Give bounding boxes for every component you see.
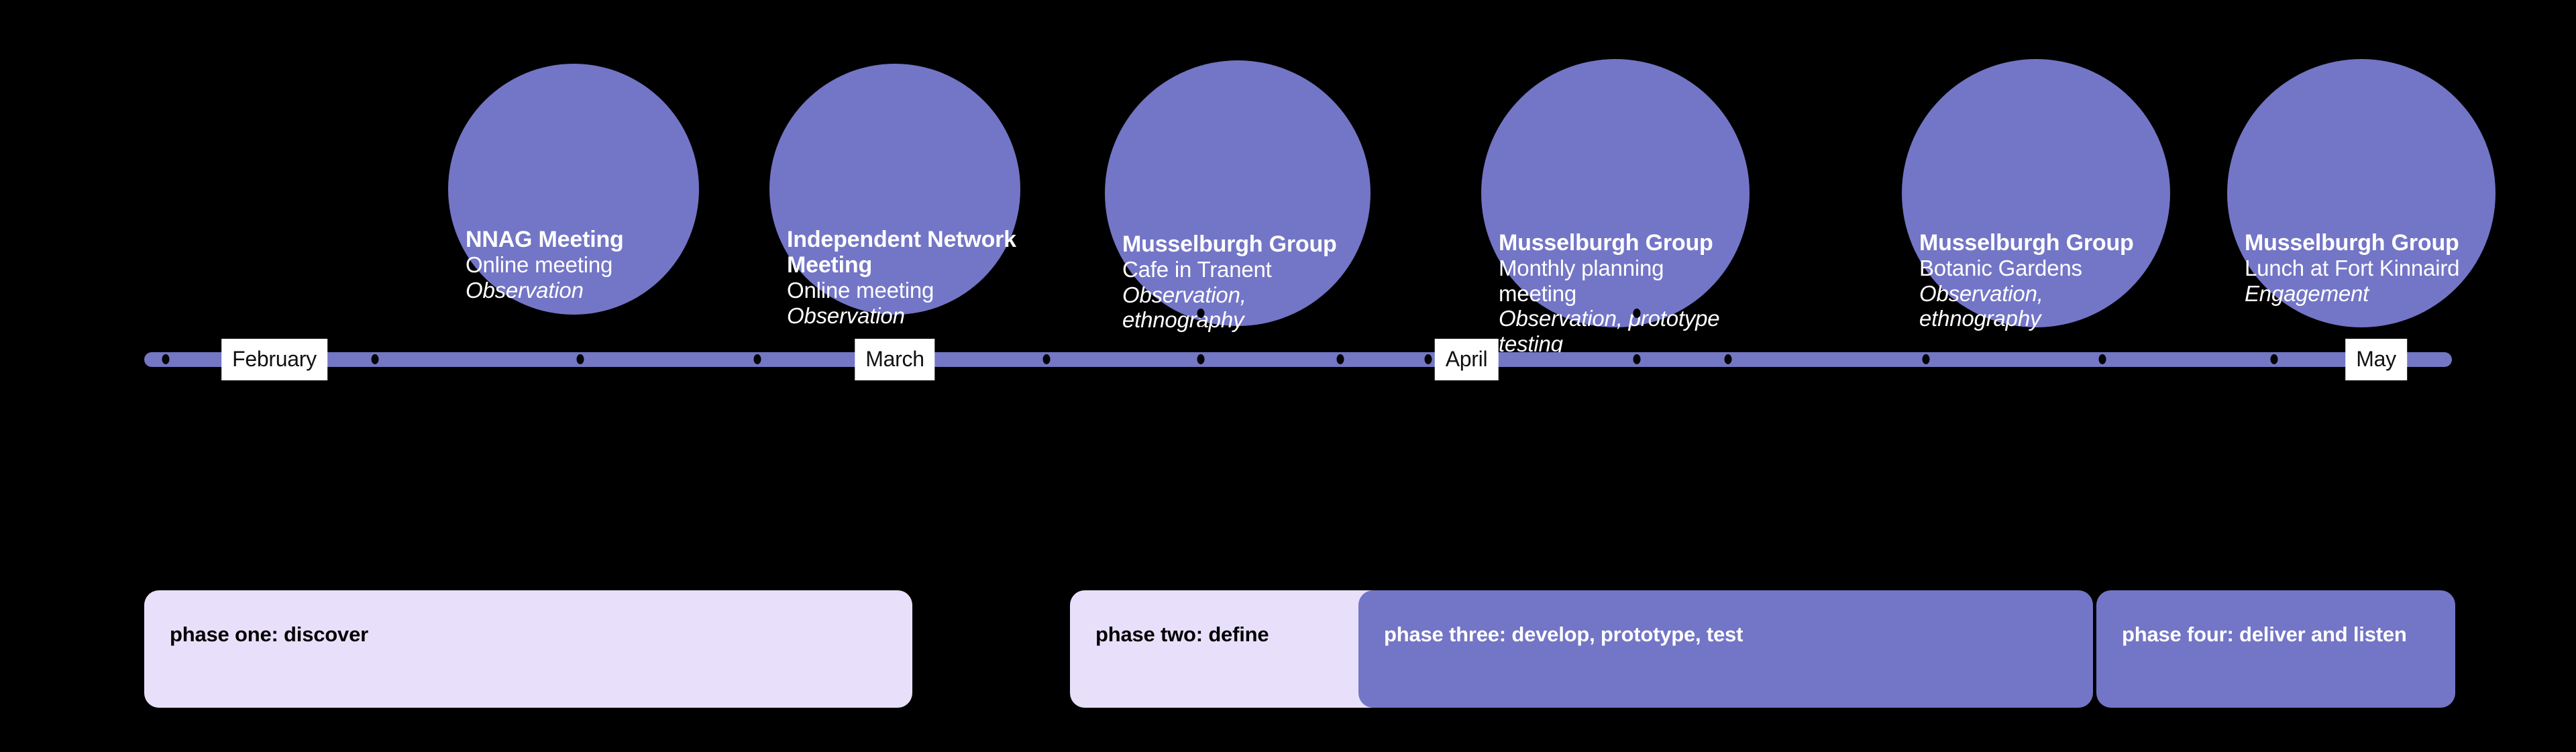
timeline-tick: [1336, 354, 1344, 364]
timeline-tick: [162, 354, 170, 364]
event-title: Musselburgh Group: [1499, 230, 1713, 256]
event-method: Observation, prototype testing: [1499, 306, 1720, 356]
phase-bar[interactable]: phase one: discover: [144, 590, 912, 708]
timeline-tick: [1042, 354, 1051, 364]
phase-label: phase four: deliver and listen: [2122, 623, 2407, 646]
connector-dot: [1197, 309, 1205, 318]
connector-dot: [1633, 327, 1641, 336]
event-method: Engagement: [2245, 280, 2369, 306]
bubble-axis-connector: [1197, 309, 1205, 354]
event-method: Observation, ethnography: [1122, 282, 1246, 333]
event-title: Musselburgh Group: [2245, 230, 2459, 256]
timeline-tick: [753, 354, 761, 364]
timeline-tick: [1633, 354, 1641, 364]
month-label-march[interactable]: March: [855, 339, 935, 380]
event-location: Botanic Gardens: [1919, 256, 2082, 281]
timeline-tick: [1724, 354, 1732, 364]
event-location: Online meeting: [466, 252, 613, 278]
timeline-tick: [1922, 354, 1930, 364]
phase-bar[interactable]: phase three: develop, prototype, test: [1358, 590, 2093, 708]
phase-bar[interactable]: phase two: define: [1070, 590, 1405, 708]
event-method: Observation: [787, 303, 905, 328]
timeline-tick: [2270, 354, 2278, 364]
month-label-february[interactable]: February: [221, 339, 327, 380]
phase-bar[interactable]: phase four: deliver and listen: [2096, 590, 2455, 708]
event-title: NNAG Meeting: [466, 227, 624, 252]
timeline-tick: [1197, 354, 1205, 364]
timeline-tick: [1424, 354, 1432, 364]
event-title: Musselburgh Group: [1919, 230, 2134, 256]
timeline-axis-bar: [144, 352, 2452, 367]
connector-dot: [1633, 309, 1641, 318]
event-method: Observation, ethnography: [1919, 280, 2043, 331]
timeline-tick: [576, 354, 584, 364]
connector-dot: [1197, 327, 1205, 336]
event-location: Cafe in Tranent: [1122, 257, 1272, 282]
event-title: Independent Network Meeting: [787, 227, 1016, 278]
event-location: Monthly planning meeting: [1499, 256, 1664, 306]
event-method: Observation: [466, 277, 584, 303]
phase-label: phase two: define: [1095, 623, 1269, 646]
bubble-axis-connector: [1633, 309, 1641, 354]
event-location: Online meeting: [787, 278, 934, 303]
timeline-tick: [2098, 354, 2106, 364]
month-label-may[interactable]: May: [2345, 339, 2407, 380]
timeline-tick: [371, 354, 379, 364]
phase-label: phase three: develop, prototype, test: [1384, 623, 1743, 646]
connector-dot: [1197, 345, 1205, 354]
phase-label: phase one: discover: [170, 623, 368, 646]
month-label-april[interactable]: April: [1434, 339, 1499, 380]
event-title: Musselburgh Group: [1122, 231, 1337, 257]
connector-dot: [1633, 345, 1641, 354]
event-location: Lunch at Fort Kinnaird: [2245, 256, 2460, 281]
